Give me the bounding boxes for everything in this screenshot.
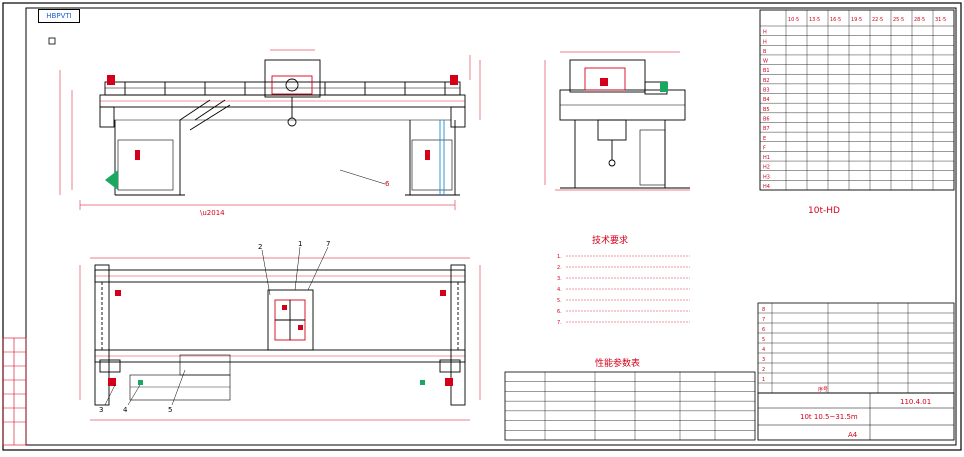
tech-note-number: 3.: [557, 276, 562, 282]
center-mark: [48, 37, 56, 45]
tech-note-number: 5.: [557, 298, 562, 304]
parts-row-number: 3: [762, 357, 765, 363]
callout-1: 1: [298, 240, 302, 248]
dim-table-row-label: B3: [763, 88, 770, 94]
parts-row-number: 8: [762, 307, 765, 313]
dim-table-row-label: F: [763, 145, 766, 151]
dim-table-header-cell: 10·5: [788, 17, 799, 23]
performance-table: 性能参数表: [504, 357, 756, 441]
parts-header-label: 序号: [818, 386, 828, 393]
parts-row-number: 4: [762, 347, 765, 353]
dim-table-header-cell: 19·5: [851, 17, 862, 23]
tech-note-number: 2.: [557, 265, 562, 271]
dim-table-row-label: B6: [763, 116, 770, 122]
callout-7: 7: [326, 240, 330, 248]
callout-3: 3: [99, 406, 103, 414]
callout-5: 5: [168, 406, 172, 414]
title-spec: 10t 10.5~31.5m: [800, 413, 858, 421]
dim-table-row-label: H1: [763, 155, 770, 161]
dim-table-row-label: E: [763, 136, 766, 142]
tech-note-number: 1.: [557, 254, 562, 260]
tech-note-number: 6.: [557, 309, 562, 315]
parts-row-number: 1: [762, 377, 765, 383]
parts-row-number: 5: [762, 337, 765, 343]
dim-table-row-label: H: [763, 30, 767, 36]
plan-view: 2 1 7 3 4 5: [79, 240, 481, 421]
parts-list-table: 8 7 6 5 4 3 2 1 序号: [757, 302, 955, 394]
dim-table-header-cell: 28·5: [914, 17, 925, 23]
svg-text:\u2014: \u2014: [200, 209, 225, 217]
dim-table-header-cell: 22·5: [872, 17, 883, 23]
callout-6: 6: [385, 180, 390, 188]
dim-table-row-label: H: [763, 39, 767, 45]
dimension-table-title: 10t-HD: [808, 206, 840, 216]
title-scale: A4: [848, 431, 858, 439]
title-code: 110.4.01: [900, 398, 931, 406]
dim-table-row-label: H4: [763, 184, 770, 190]
outer-frame: [2, 2, 962, 451]
dim-table-row-label: W: [763, 59, 768, 65]
dim-table-row-label: B: [763, 49, 767, 55]
tech-note-number: 7.: [557, 320, 562, 326]
dim-table-row-label: B7: [763, 126, 770, 132]
side-elevation-view: [544, 51, 690, 191]
tech-notes-title: 技术要求: [592, 234, 628, 246]
dim-table-row-label: B5: [763, 107, 770, 113]
dim-table-row-label: H3: [763, 174, 770, 180]
title-block: 10t 10.5~31.5m 110.4.01 A4: [757, 392, 955, 441]
perf-table-title: 性能参数表: [595, 357, 640, 369]
dim-table-row-label: B4: [763, 97, 770, 103]
stamp-label: HBPVTI: [38, 9, 80, 23]
dim-table-row-label: H2: [763, 165, 770, 171]
parts-row-number: 6: [762, 327, 765, 333]
technical-notes: 技术要求 1. 2. 3. 4. 5. 6. 7.: [557, 234, 690, 326]
dim-table-row-label: B2: [763, 78, 770, 84]
parts-row-number: 2: [762, 367, 765, 373]
dim-table-header-cell: 25·5: [893, 17, 904, 23]
dim-table-header-cell: 13·5: [809, 17, 820, 23]
front-elevation-view: \u2014 6: [59, 49, 481, 217]
dim-table-row-label: B1: [763, 68, 770, 74]
inner-frame: [25, 7, 957, 446]
dim-table-header-cell: 31·5: [935, 17, 946, 23]
tech-note-number: 4.: [557, 287, 562, 293]
binding-strip: [2, 337, 27, 446]
callout-4: 4: [123, 406, 128, 414]
parts-row-number: 7: [762, 317, 765, 323]
a-marker-icon: [105, 170, 118, 190]
callout-2: 2: [258, 243, 262, 251]
dim-table-header-cell: 16·5: [830, 17, 841, 23]
